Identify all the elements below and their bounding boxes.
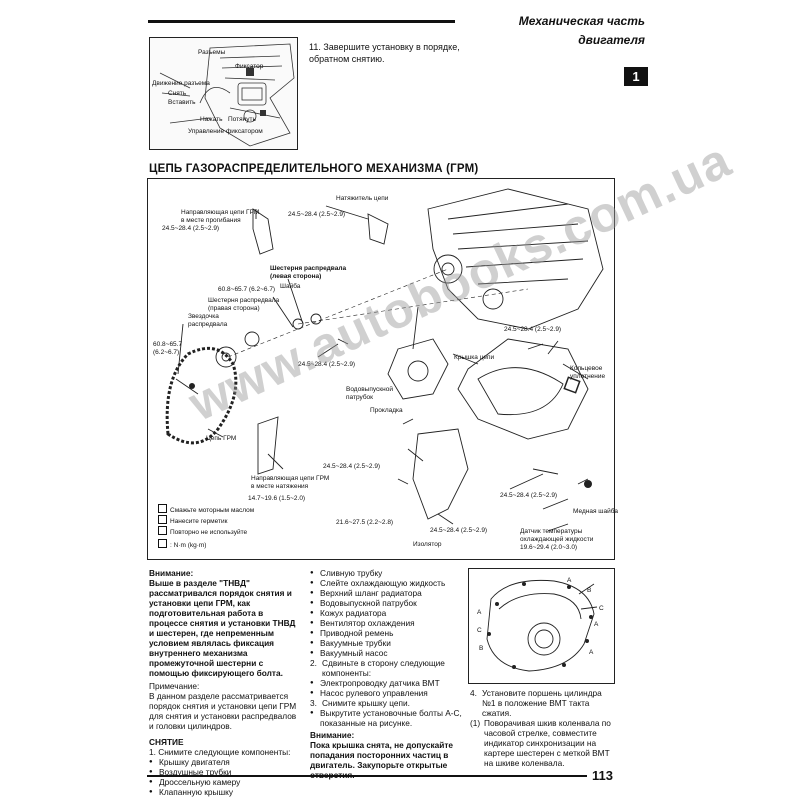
- header-rule: [148, 20, 638, 23]
- torque-spec: 60.8~65.7 (6.2~6.7): [153, 341, 183, 356]
- list-item: Водовыпускной патрубок: [310, 598, 462, 608]
- label-water-pipe: Водовыпускной патрубок: [346, 386, 393, 401]
- torque-spec: 19.6~29.4 (2.0~3.0): [520, 544, 578, 551]
- legend-item: Нанесите герметик: [158, 515, 228, 526]
- list-item: Клапанную крышку: [149, 787, 301, 797]
- label-copper-washer: Медная шайба: [573, 508, 618, 515]
- label-gasket: Прокладка: [370, 407, 403, 414]
- list-item: Вакуумные трубки: [310, 638, 462, 648]
- label-coolant-sensor: Датчик температуры охлаждающей жидкости: [520, 528, 594, 543]
- fig-label: Вставить: [168, 99, 196, 106]
- step-2: 2.Сдвиньте в сторону следующие компонент…: [310, 658, 445, 678]
- text-column-1: Внимание: Выше в разделе "ТНВД" рассматр…: [149, 568, 301, 797]
- label-o-ring: Кольцевое уплотнение: [570, 365, 606, 380]
- note-title: Примечание:: [149, 681, 200, 691]
- crankshaft-cover-figure: A B C A A C B A: [468, 568, 615, 684]
- fig-label: Нажать: [200, 116, 223, 123]
- footer-rule: [147, 775, 587, 777]
- fig-label: Разъемы: [198, 49, 226, 56]
- list-item: Дроссельную камеру: [149, 777, 301, 787]
- bolt-label: A: [477, 609, 482, 616]
- torque-icon: [158, 539, 167, 548]
- torque-spec: 14.7~19.6 (1.5~2.0): [248, 495, 306, 502]
- list-item: Электропроводку датчика ВМТ: [310, 678, 462, 688]
- removal-title: СНЯТИЕ: [149, 737, 184, 747]
- label-chain-cover: Крышка цепи: [454, 354, 495, 361]
- list-item: Верхний шланг радиатора: [310, 588, 462, 598]
- cover-drawing: [486, 579, 598, 672]
- step-list: 4.Установите поршень цилиндра №1 в полож…: [470, 688, 615, 768]
- sealant-icon: [158, 515, 167, 524]
- torque-spec: 24.5~28.4 (2.5~2.9): [500, 492, 558, 499]
- torque-spec: 24.5~28.4 (2.5~2.9): [288, 211, 346, 218]
- component-list: Крышку двигателя Воздушные трубки Дроссе…: [149, 757, 301, 797]
- bolt-label: A: [567, 577, 572, 584]
- list-item: Выкрутите установочные болты А-С, показа…: [310, 708, 462, 728]
- legend-item: Смажьте моторным маслом: [158, 504, 254, 515]
- legend-item: Повторно не используйте: [158, 526, 247, 537]
- label-guide-bend: Направляющая цепи ГРМ в месте прогибания: [181, 209, 260, 224]
- page-header-title: Механическая часть двигателя: [455, 12, 645, 47]
- step-3: 3.Снимите крышку цепи.: [310, 698, 410, 708]
- text-column-2: Сливную трубку Слейте охлаждающую жидкос…: [310, 568, 462, 780]
- list-item: Слейте охлаждающую жидкость: [310, 578, 462, 588]
- timing-chain-figure: Направляющая цепи ГРМ в месте прогибания…: [147, 178, 618, 560]
- torque-spec: 24.5~28.4 (2.5~2.9): [430, 527, 488, 534]
- bolt-label: C: [599, 605, 604, 612]
- connector-drawing: [159, 43, 295, 147]
- bolt-label: C: [477, 627, 482, 634]
- list-item: Приводной ремень: [310, 628, 462, 638]
- label-tensioner: Натяжитель цепи: [336, 195, 389, 202]
- list-item: Вакуумный насос: [310, 648, 462, 658]
- torque-spec: 24.5~28.4 (2.5~2.9): [162, 225, 220, 232]
- attention-title: Внимание:: [310, 730, 355, 740]
- oil-icon: [158, 504, 167, 513]
- attention-text: Выше в разделе "ТНВД" рассматривался пор…: [149, 578, 296, 678]
- fig-label: Движение разъема: [152, 80, 210, 87]
- bolt-label: A: [594, 621, 599, 628]
- label-insulator: Изолятор: [413, 541, 442, 548]
- fig-label: Потянуть: [228, 116, 256, 123]
- attention-title: Внимание:: [149, 568, 194, 578]
- fig-label: Фиксатор: [235, 63, 264, 70]
- list-item: Воздушные трубки: [149, 767, 301, 777]
- bolt-label: A: [589, 649, 594, 656]
- list-item: Сливную трубку: [310, 568, 462, 578]
- step-11-text: 11. Завершите установку в порядке, обрат…: [309, 42, 460, 64]
- torque-spec: 60.8~65.7 (6.2~6.7): [218, 286, 276, 293]
- list-item: Вентилятор охлаждения: [310, 618, 462, 628]
- torque-spec: 24.5~28.4 (2.5~2.9): [323, 463, 381, 470]
- label-camshaft-sprocket: Звездочка распредвала: [188, 313, 228, 328]
- legend-item: : N·m (kg·m): [158, 539, 206, 550]
- list-item: Кожух радиатора: [310, 608, 462, 618]
- timing-chain-drawing: [165, 188, 604, 532]
- label-sprocket-left: Шестерня распредвала (левая сторона): [270, 265, 347, 280]
- connector-figure: Разъемы Фиксатор Движение разъема Снять …: [149, 37, 298, 150]
- attention-text: Пока крышка снята, не допускайте попадан…: [310, 740, 453, 780]
- step-4: 4.Установите поршень цилиндра №1 в полож…: [470, 688, 602, 718]
- section-tab: 1: [624, 67, 648, 86]
- no-reuse-icon: [158, 526, 167, 535]
- figure-title: ЦЕПЬ ГАЗОРАСПРЕДЕЛИТЕЛЬНОГО МЕХАНИЗМА (Г…: [149, 163, 479, 175]
- torque-spec: 24.5~28.4 (2.5~2.9): [504, 326, 562, 333]
- torque-spec: 21.6~27.5 (2.2~2.8): [336, 519, 394, 526]
- page-number: 113: [592, 768, 613, 783]
- fig-label: Снять: [168, 90, 187, 97]
- note-text: В данном разделе рассматривается порядок…: [149, 691, 297, 731]
- sub-step-1: (1)Поворачивая шкив коленвала по часовой…: [470, 718, 611, 768]
- text-column-3: 4.Установите поршень цилиндра №1 в полож…: [470, 688, 615, 768]
- label-sprocket-right: Шестерня распредвала (правая сторона): [208, 297, 280, 312]
- bolt-label: B: [479, 645, 484, 652]
- fig-label: Управление фиксатором: [188, 128, 263, 135]
- label-timing-chain: Цепь ГРМ: [206, 435, 237, 442]
- bolt-label: B: [587, 587, 592, 594]
- step-1: 1. Снимите следующие компоненты:: [149, 747, 291, 757]
- list-item: Крышку двигателя: [149, 757, 301, 767]
- label-washer: Шайба: [280, 283, 301, 290]
- label-guide-tension: Направляющая цепи ГРМ в месте натяжения: [251, 475, 330, 490]
- list-item: Насос рулевого управления: [310, 688, 462, 698]
- component-list: Сливную трубку Слейте охлаждающую жидкос…: [310, 568, 462, 728]
- torque-spec: 24.5~28.4 (2.5~2.9): [298, 361, 356, 368]
